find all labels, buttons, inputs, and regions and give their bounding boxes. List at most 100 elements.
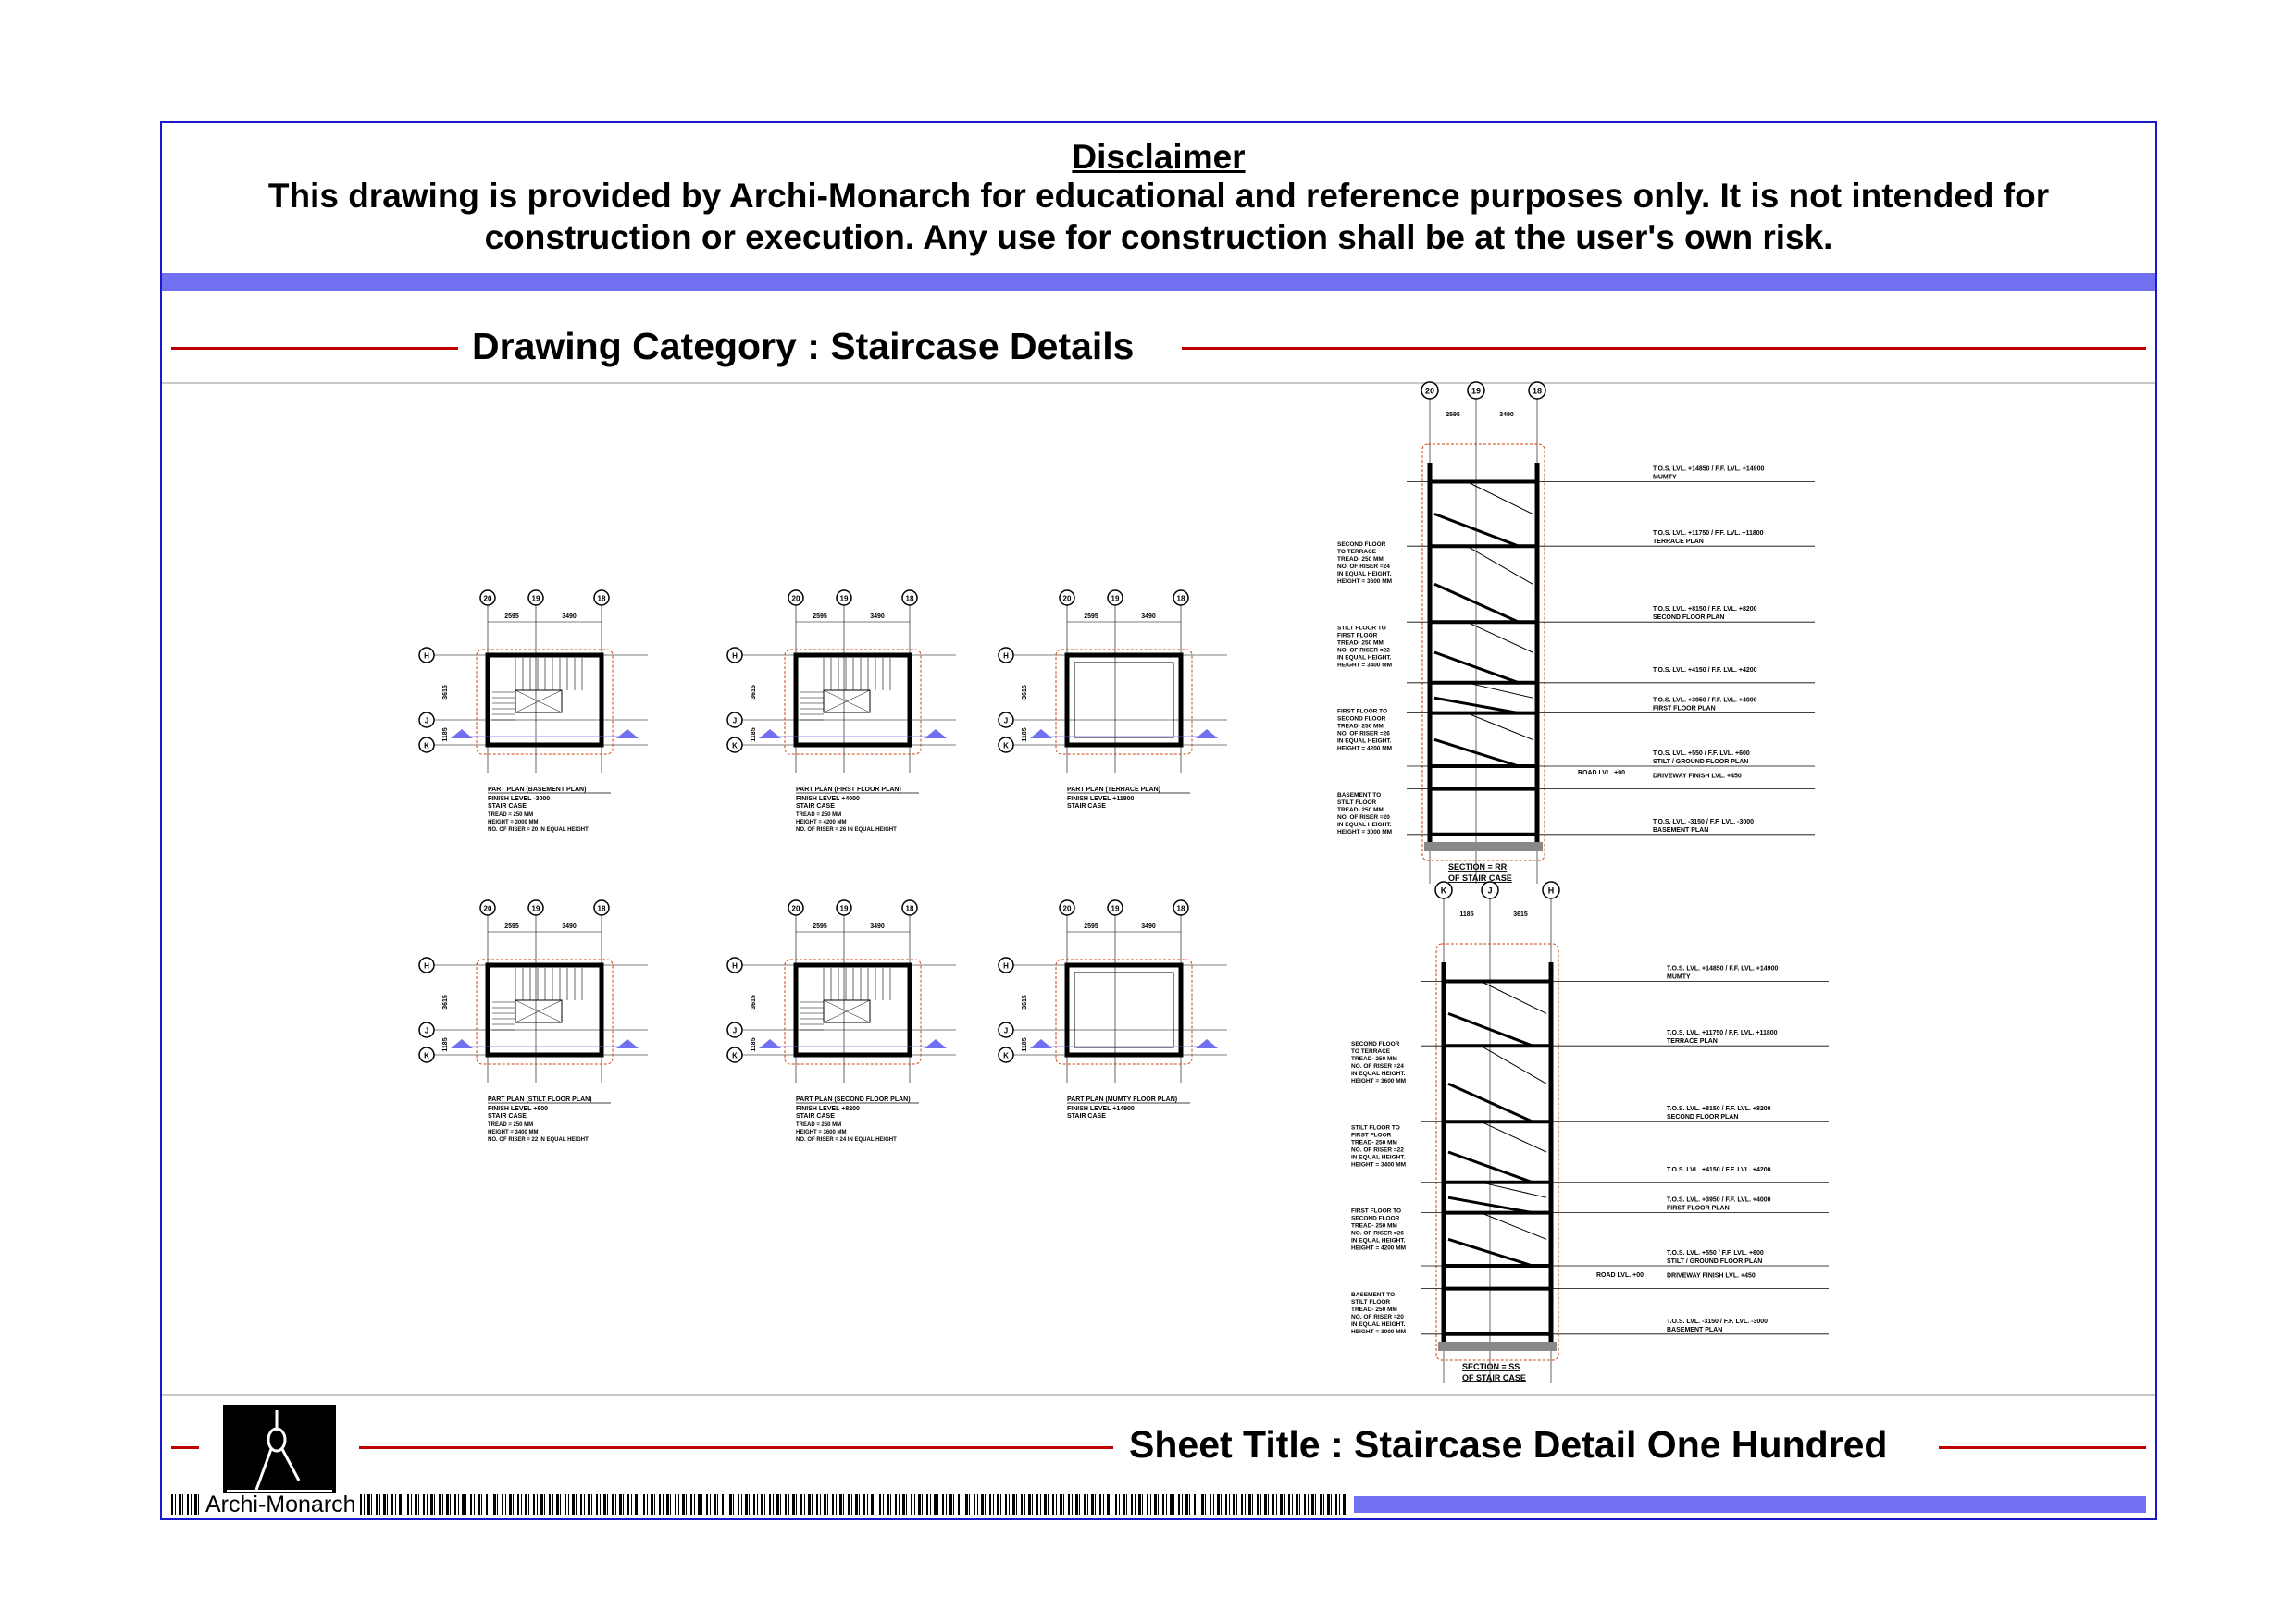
category-row: Drawing Category : Staircase Details: [162, 317, 2155, 373]
section-marker: [925, 1039, 947, 1048]
stair-flight-far: [1466, 621, 1533, 653]
grid-bubble: [901, 589, 918, 606]
level-name: BASEMENT PLAN: [1653, 827, 1708, 834]
grid-bubble-label: 19: [1471, 387, 1481, 396]
section-marker: [1030, 729, 1052, 738]
drawing-sheet-frame: Disclaimer This drawing is provided by A…: [160, 121, 2157, 1520]
grid-bubble-label: J: [1004, 717, 1008, 725]
dimension-text: 3490: [870, 613, 885, 620]
stair-wall: [1064, 962, 1184, 1058]
stair-flight: [1433, 737, 1520, 768]
plan-subtitle: STAIR CASE: [488, 1113, 527, 1120]
grid-bubble-label: K: [424, 742, 429, 750]
stair-wall: [1064, 652, 1184, 748]
flight-note: TO TERRACE: [1351, 1048, 1391, 1055]
grid-bubble-label: H: [1548, 886, 1555, 896]
level-label: T.O.S. LVL. +3950 / F.F. LVL. +4000: [1653, 698, 1757, 704]
revision-cloud: [476, 649, 614, 755]
flight-note: TREAD- 250 MM: [1337, 639, 1384, 646]
plan-title: PART PLAN (MUMTY FLOOR PLAN): [1067, 1096, 1177, 1103]
grid-bubble-label: H: [732, 652, 738, 661]
flight-note: IN EQUAL HEIGHT.: [1337, 822, 1392, 828]
plan-title: PART PLAN (FIRST FLOOR PLAN): [796, 787, 901, 793]
grid-bubble: [726, 712, 743, 728]
flight-note: SECOND FLOOR: [1337, 541, 1386, 548]
grid-bubble: [998, 737, 1014, 753]
flight-note: TREAD- 250 MM: [1337, 556, 1384, 563]
grid-bubble: [998, 957, 1014, 973]
category-line-left: [171, 347, 458, 350]
stair-wall: [793, 652, 912, 748]
grid-bubble-label: 19: [840, 595, 849, 603]
stair-flight-far: [1466, 712, 1533, 740]
grid-bubble: [836, 899, 852, 916]
level-name: FIRST FLOOR PLAN: [1667, 1206, 1730, 1212]
grid-bubble-label: J: [1004, 1027, 1008, 1035]
foundation: [1438, 1342, 1557, 1351]
grid-bubble: [726, 1047, 743, 1063]
grid-bubble-label: J: [733, 717, 737, 725]
flight-note: HEIGHT = 4200 MM: [1337, 746, 1392, 752]
flight-note: STILT FLOOR: [1351, 1299, 1390, 1306]
level-label: T.O.S. LVL. +11750 / F.F. LVL. +11800: [1653, 530, 1764, 537]
section-marker: [616, 729, 639, 738]
plan-level: FINISH LEVEL +8200: [796, 1106, 860, 1112]
dimension-text: 3490: [1141, 923, 1156, 930]
grid-bubble: [1467, 381, 1485, 400]
level-name: TERRACE PLAN: [1653, 539, 1704, 545]
grid-bubble: [418, 1047, 435, 1063]
grid-bubble-label: 18: [1533, 387, 1542, 396]
level-label: T.O.S. LVL. +550 / F.F. LVL. +600: [1667, 1250, 1764, 1257]
revision-cloud: [1421, 443, 1545, 861]
flight-note: STILT FLOOR: [1337, 799, 1376, 806]
level-label: T.O.S. LVL. +4150 / F.F. LVL. +4200: [1667, 1167, 1771, 1173]
plan-note: NO. OF RISER = 20 IN EQUAL HEIGHT: [488, 827, 589, 833]
grid-bubble-label: J: [425, 717, 428, 725]
grid-bubble-label: J: [733, 1027, 737, 1035]
section-marker: [759, 729, 781, 738]
grid-bubble-label: 20: [484, 905, 492, 913]
grid-bubble: [726, 957, 743, 973]
stair-wall: [793, 962, 912, 1058]
grid-bubble-label: 20: [484, 595, 492, 603]
grid-bubble: [1059, 899, 1075, 916]
stair-flight: [1447, 1082, 1533, 1123]
well-cross: [823, 689, 871, 713]
section-marker: [1030, 1039, 1052, 1048]
plan-note: TREAD = 250 MM: [796, 812, 841, 818]
section-marker: [451, 1039, 473, 1048]
flight-note: FIRST FLOOR TO: [1351, 1208, 1401, 1215]
flight-note: IN EQUAL HEIGHT.: [1351, 1071, 1406, 1077]
plan-title: PART PLAN (SECOND FLOOR PLAN): [796, 1096, 911, 1103]
title-line-left: [171, 1446, 199, 1449]
grid-bubble: [418, 957, 435, 973]
flight-note: IN EQUAL HEIGHT.: [1337, 654, 1392, 661]
grid-bubble: [998, 1022, 1014, 1038]
plan-subtitle: STAIR CASE: [1067, 1113, 1106, 1120]
dimension-text: 1185: [442, 727, 449, 741]
flight-note: HEIGHT = 3400 MM: [1337, 662, 1392, 668]
flight-note: HEIGHT = 3000 MM: [1337, 829, 1392, 836]
grid-bubble: [479, 899, 496, 916]
grid-bubble: [1481, 881, 1499, 899]
grid-bubble: [836, 589, 852, 606]
flight-note: BASEMENT TO: [1351, 1292, 1395, 1298]
section-marker: [759, 1039, 781, 1048]
plan-level: FINISH LEVEL +11800: [1067, 796, 1135, 802]
level-label: T.O.S. LVL. +14850 / F.F. LVL. +14900: [1653, 466, 1764, 473]
level-name: BASEMENT PLAN: [1667, 1327, 1722, 1333]
grid-bubble-label: 18: [906, 595, 914, 603]
flight-note: HEIGHT = 3000 MM: [1351, 1329, 1406, 1335]
brand-name: Archi-Monarch: [203, 1493, 359, 1517]
grid-bubble: [726, 1022, 743, 1038]
flight-note: IN EQUAL HEIGHT.: [1351, 1154, 1406, 1160]
flight-note: TREAD- 250 MM: [1337, 724, 1384, 730]
disclaimer-title: Disclaimer: [1072, 138, 1246, 176]
dimension-text: 3615: [1513, 911, 1528, 918]
dimension-text: 3490: [562, 613, 577, 620]
